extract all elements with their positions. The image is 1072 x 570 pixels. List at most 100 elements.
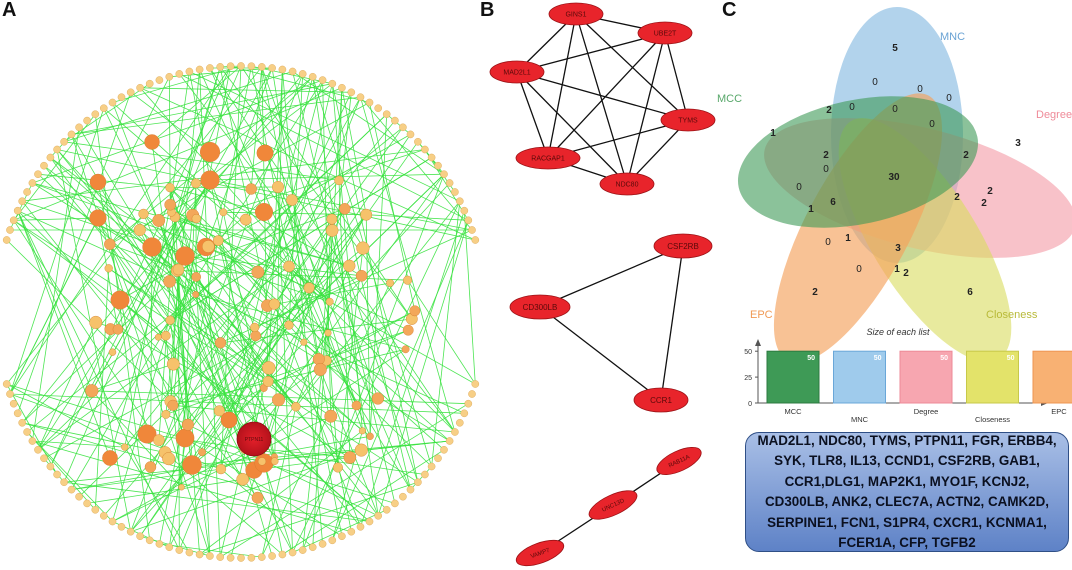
network-a-outer-ring: [2, 62, 480, 562]
network-node: [257, 457, 267, 466]
gene-list-line: MAD2L1, NDC80, TYMS, PTPN11, FGR, ERBB4,: [757, 432, 1057, 448]
network-node: [268, 64, 276, 72]
network-edge: [13, 219, 419, 483]
chart-x-tick-label: EPC: [1051, 407, 1067, 416]
network-node: [13, 206, 22, 215]
network-edge: [13, 219, 167, 337]
svg-text:2: 2: [981, 198, 987, 209]
network-node: [165, 315, 175, 325]
network-edge: [261, 406, 297, 558]
network-node: [175, 546, 184, 554]
network-node: [347, 88, 356, 97]
network-node: [167, 399, 179, 411]
network-node: [198, 448, 207, 457]
network-node: [220, 411, 238, 429]
network-edge: [195, 294, 406, 350]
network-node: [175, 70, 184, 78]
label-racgap1: RACGAP1: [531, 156, 565, 163]
network-edge: [43, 165, 111, 245]
network-node: [312, 353, 325, 366]
network-edge: [172, 348, 406, 406]
network-node: [117, 523, 126, 531]
network-edge: [32, 79, 323, 184]
network-node: [386, 279, 394, 287]
network-edge: [187, 173, 445, 425]
network-node: [460, 206, 469, 215]
network-a-hub-node: PTPN11: [236, 421, 272, 457]
network-node: [360, 208, 373, 221]
network-node: [18, 418, 27, 427]
node-cd300lb: [509, 294, 571, 320]
network-edge: [22, 149, 425, 202]
network-node: [89, 315, 103, 329]
network-edge: [159, 66, 252, 544]
network-edge: [386, 113, 411, 135]
network-node: [403, 275, 413, 285]
node-tyms: [660, 108, 716, 132]
network-node: [427, 462, 436, 471]
network-edge: [17, 210, 465, 414]
network-node: [91, 110, 100, 118]
network-node: [142, 237, 162, 257]
network-node: [434, 161, 442, 170]
network-node: [434, 454, 442, 463]
network-node: [191, 214, 201, 224]
network-edge: [171, 211, 257, 337]
network-node: [185, 548, 194, 557]
network-edge: [158, 216, 176, 441]
network-edge: [282, 69, 323, 544]
network-edge: [341, 87, 367, 215]
network-edge: [331, 83, 363, 431]
network-node: [268, 298, 280, 310]
network-node: [272, 180, 285, 193]
network-node: [365, 98, 374, 107]
network-node: [464, 216, 473, 225]
network-node: [181, 418, 194, 431]
network-node: [18, 197, 27, 205]
svg-text:5: 5: [892, 43, 898, 54]
network-node: [445, 179, 454, 187]
network-node: [468, 226, 476, 234]
network-node: [366, 432, 374, 440]
network-edge: [228, 76, 314, 421]
chart-bar: [1032, 350, 1072, 404]
network-edge: [32, 182, 350, 267]
svg-text:0: 0: [823, 164, 829, 175]
network-edge: [143, 213, 255, 471]
network-edge: [195, 276, 211, 557]
network-node: [165, 73, 174, 81]
network-edge: [78, 405, 174, 497]
network-edge: [130, 73, 304, 532]
network-node: [421, 145, 429, 154]
network-edge: [169, 187, 265, 213]
network-edge: [169, 187, 253, 441]
network-edge: [191, 440, 450, 466]
network-node: [338, 532, 346, 541]
network-edge: [32, 440, 352, 533]
network-edge: [6, 383, 396, 504]
svg-text:6: 6: [830, 197, 836, 208]
network-node: [427, 153, 436, 162]
network-edge: [331, 220, 469, 541]
network-node: [365, 517, 374, 526]
network-node: [144, 461, 157, 473]
network-node: [163, 275, 176, 288]
network-node: [154, 333, 162, 341]
venn-set-mcc: [737, 96, 979, 228]
network-edge: [50, 183, 197, 467]
network-node: [356, 241, 370, 255]
network-edge: [17, 210, 111, 459]
network-edge: [71, 134, 211, 557]
network-node: [254, 202, 273, 221]
panel-label-a: A: [2, 0, 17, 21]
network-edge: [169, 186, 279, 282]
label-ccr1: CCR1: [650, 396, 672, 405]
network-edge: [13, 217, 99, 221]
network-node: [374, 512, 383, 520]
network-node: [191, 272, 201, 282]
network-node: [278, 550, 287, 559]
network-node: [455, 197, 464, 205]
cluster1-labels: GINS1 UBE2T MAD2L1 TYMS RACGAP1 NDC80: [503, 12, 698, 189]
chart-x-tick-label: MCC: [784, 407, 802, 416]
svg-text:0: 0: [849, 102, 855, 113]
